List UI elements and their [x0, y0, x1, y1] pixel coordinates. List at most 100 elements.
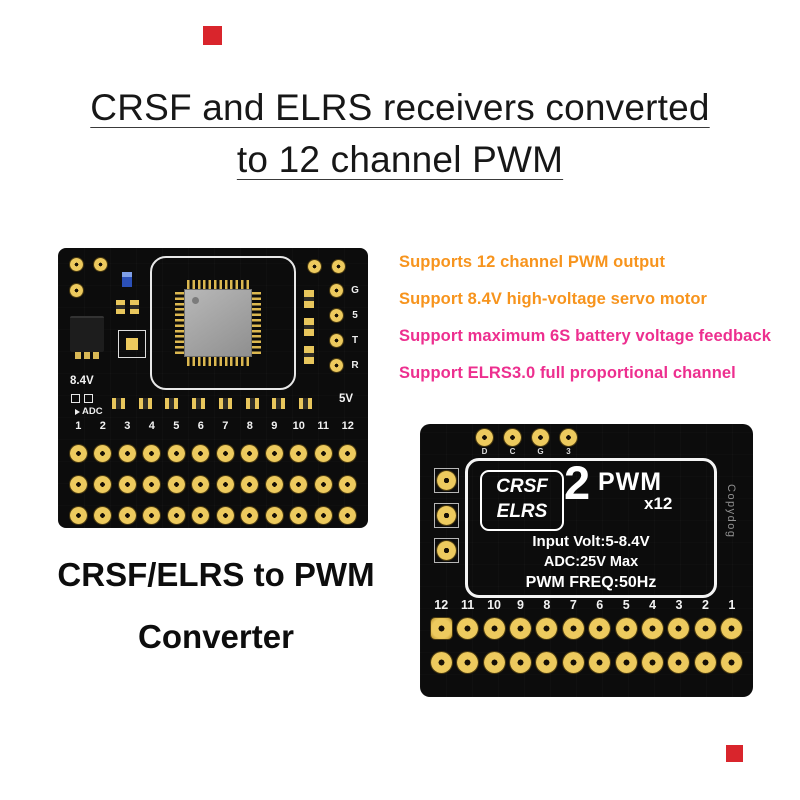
chip-pins-top: [187, 280, 249, 289]
feature-item: Supports 12 channel PWM output: [399, 253, 666, 271]
pad-hole: [241, 445, 259, 462]
pin-number: 11: [461, 598, 475, 612]
pad-hole: [94, 476, 112, 493]
pin-number: 4: [148, 420, 155, 432]
regulator-leg: [75, 352, 81, 359]
through-hole-row: [66, 476, 360, 493]
smd-component: [304, 346, 314, 364]
smd-resistor: [218, 398, 232, 409]
pad-hole: [694, 618, 716, 639]
side-pin-label: R: [351, 360, 359, 371]
voltage-regulator: [70, 316, 104, 359]
pin-number: 9: [517, 598, 524, 612]
pin-number: 8: [543, 598, 551, 612]
product-name: CRSF/ELRS to PWM Converter: [16, 556, 416, 656]
pad-hole: [290, 445, 308, 462]
title-line-2: to 12 channel PWM: [236, 139, 564, 180]
pin-number: 3: [124, 420, 131, 432]
pin-number: 11: [317, 420, 330, 432]
top-pad-label: D: [481, 447, 488, 456]
pad-hole: [167, 445, 185, 462]
pin-number: 2: [701, 598, 709, 612]
pin-number: 10: [292, 420, 305, 432]
pad-hole: [536, 618, 558, 639]
solder-pad: [70, 258, 83, 271]
side-pin-label: T: [351, 335, 359, 346]
pad-hole: [509, 618, 531, 639]
component-pad: [126, 338, 138, 350]
red-accent-square-top: [203, 26, 222, 45]
smd-resistor: [298, 398, 312, 409]
smd-resistor: [192, 398, 206, 409]
pin-number: 10: [487, 598, 501, 612]
pin-number: 7: [222, 420, 229, 432]
pin-number: 8: [246, 420, 253, 432]
solder-pad: [332, 260, 345, 273]
pwm-label: PWM: [598, 468, 663, 496]
pad-hole: [457, 618, 479, 639]
red-accent-square-bottom: [726, 745, 743, 762]
smd-resistor: [165, 398, 179, 409]
spec-pwm-freq: PWM FREQ:50Hz: [525, 574, 657, 591]
pad-hole: [483, 652, 505, 673]
top-pad-label: 3: [566, 447, 571, 456]
pin-number: 7: [569, 598, 577, 612]
crsf-elrs-logo: CRSF ELRS: [480, 470, 564, 531]
pad-hole: [241, 476, 259, 493]
pad-hole: [216, 507, 234, 524]
smd-component: [304, 318, 314, 336]
pad-hole: [721, 652, 743, 673]
smd-resistor: [112, 398, 125, 409]
through-hole-row: [66, 507, 360, 524]
logo-line-2: ELRS: [496, 501, 548, 522]
pad-hole: [589, 652, 611, 673]
pad-hole: [69, 507, 87, 524]
left-pad: [434, 503, 459, 528]
brand-label: Copydog: [725, 484, 737, 539]
pad-hole: [562, 618, 584, 639]
product-name-line-2: Converter: [138, 618, 294, 655]
pad-hole: [721, 618, 743, 639]
solder-pad: [437, 541, 456, 560]
top-pad: D: [476, 429, 493, 456]
adc-marker-icon: [75, 408, 80, 415]
pad-hole: [290, 507, 308, 524]
pad-hole: [641, 652, 663, 673]
side-pad: [330, 334, 343, 347]
component-outline-box: [118, 330, 146, 358]
smd-resistor: [245, 398, 259, 409]
pad-hole: [167, 507, 185, 524]
solder-pad: [437, 506, 456, 525]
feature-list: Supports 12 channel PWM output Support 8…: [399, 251, 799, 399]
feature-item: Support maximum 6S battery voltage feedb…: [399, 327, 771, 345]
side-pad: [330, 309, 343, 322]
smd-component: [116, 300, 125, 314]
chip-pins-right: [252, 292, 261, 354]
pad-hole: [430, 652, 452, 673]
smd-resistor: [138, 398, 152, 409]
pad-hole: [265, 507, 283, 524]
pin-number: 3: [675, 598, 683, 612]
pin-number: 4: [649, 598, 657, 612]
top-pad-label: C: [509, 447, 516, 456]
pad-hole: [314, 476, 332, 493]
pad-hole: [641, 618, 663, 639]
pad-hole: [314, 445, 332, 462]
through-hole-row: [428, 652, 745, 673]
pad-hole: [192, 445, 210, 462]
pad-hole: [192, 507, 210, 524]
pin-number: 6: [197, 420, 204, 432]
solder-pad: [308, 260, 321, 273]
pad-hole: [562, 652, 584, 673]
top-pad-label: G: [537, 447, 544, 456]
pin-number: 9: [271, 420, 278, 432]
smd-component: [304, 290, 314, 308]
pad-hole: [216, 476, 234, 493]
left-pad: [434, 468, 459, 493]
pad-hole: [216, 445, 234, 462]
pad-hole: [265, 476, 283, 493]
smd-component: [130, 300, 139, 314]
side-pad: [330, 284, 343, 297]
